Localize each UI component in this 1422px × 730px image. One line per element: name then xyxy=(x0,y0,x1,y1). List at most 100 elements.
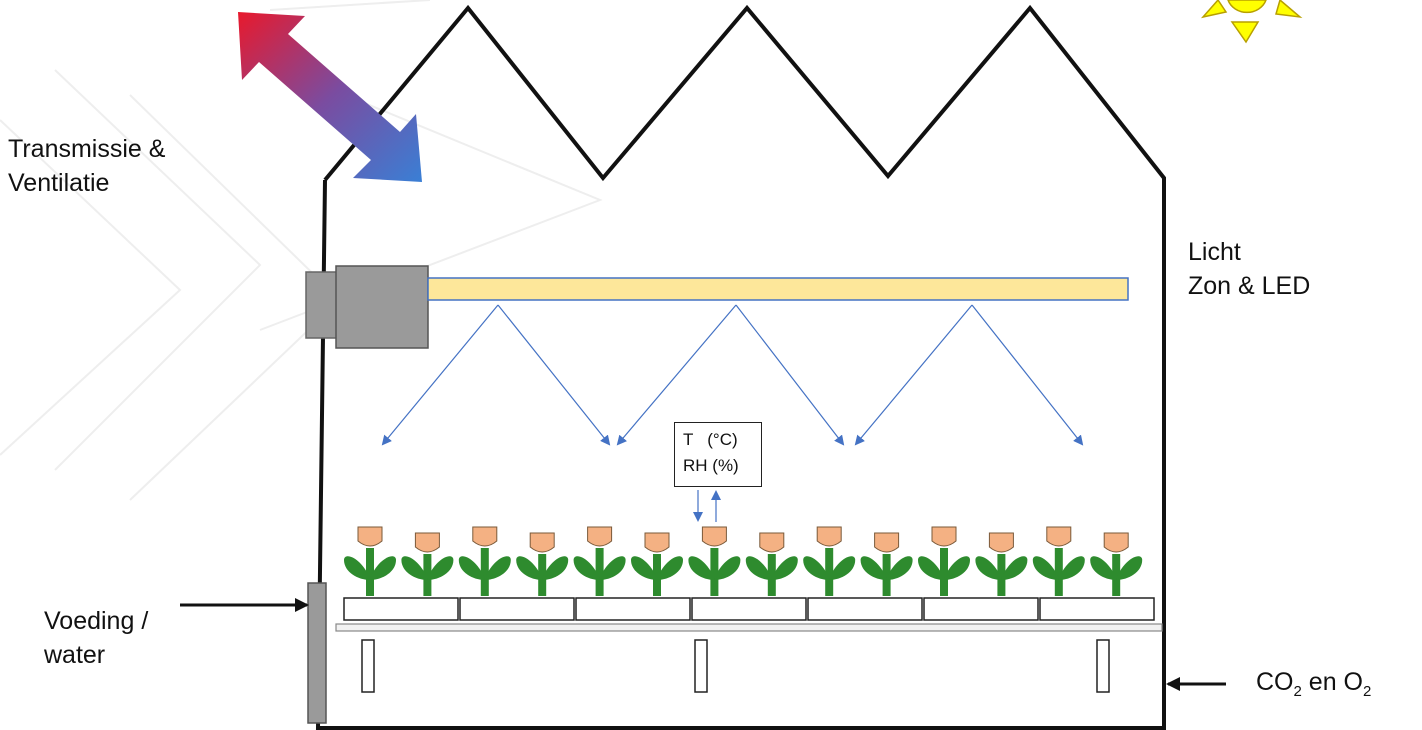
plant-leaf xyxy=(918,556,944,580)
plant-icon xyxy=(573,526,626,596)
plant-icon xyxy=(344,526,396,596)
climate-sensor: T (°C) RH (%) xyxy=(674,422,762,487)
plant-leaf xyxy=(458,556,485,580)
plant-stem xyxy=(653,554,661,596)
pot-row xyxy=(343,597,1155,621)
flower-head xyxy=(931,526,957,547)
plant-leaf xyxy=(427,556,454,580)
shelf-leg xyxy=(361,639,375,693)
plant-icon xyxy=(745,532,798,596)
plant-stem xyxy=(423,554,432,596)
shelf-legs xyxy=(361,639,1110,693)
flower-head xyxy=(357,526,383,547)
light-rays xyxy=(381,304,1084,446)
plant-icon xyxy=(688,526,741,596)
flower-head xyxy=(988,532,1014,553)
plant-leaf xyxy=(344,556,370,580)
sensor-arrows xyxy=(693,490,721,522)
flower-head xyxy=(1103,532,1129,553)
plant-icon xyxy=(975,532,1028,596)
plant-icon xyxy=(516,532,569,596)
plant-leaf xyxy=(657,556,683,580)
flower-head xyxy=(587,526,613,547)
led-lamp-icon xyxy=(305,265,1129,349)
plant-icon xyxy=(1032,526,1085,596)
sun-icon xyxy=(1200,0,1303,44)
plant-icon xyxy=(860,532,913,596)
co2-prefix: CO xyxy=(1256,668,1294,696)
plant-leaf xyxy=(771,556,798,580)
flower-head xyxy=(1046,526,1072,547)
flower-head xyxy=(816,526,842,547)
plant-stem xyxy=(538,554,547,596)
plant-icon xyxy=(803,526,856,596)
plant-leaf xyxy=(516,556,543,580)
flower-head xyxy=(874,532,900,553)
plant-leaf xyxy=(484,556,511,580)
plant-pot xyxy=(691,597,807,621)
co2-middle: en O xyxy=(1301,668,1363,696)
sensor-temperature: T (°C) xyxy=(683,430,738,449)
plant-leaf xyxy=(1001,556,1028,580)
plant-pot xyxy=(575,597,691,621)
plant-icon xyxy=(401,532,454,596)
feed-label-line2: water xyxy=(44,641,106,669)
plant-leaf xyxy=(714,556,741,580)
led-bar xyxy=(427,277,1129,301)
plant-leaf xyxy=(1058,556,1085,580)
feed-label: Voeding / water xyxy=(44,604,148,672)
plant-pot xyxy=(343,597,459,621)
flower-head xyxy=(759,532,785,553)
plant-leaf xyxy=(573,556,600,580)
o2-subscript: 2 xyxy=(1363,683,1372,700)
plant-leaf xyxy=(370,556,396,580)
ventilation-arrow-icon xyxy=(238,12,422,182)
plant-stem xyxy=(882,554,891,596)
plant-leaf xyxy=(1116,556,1143,580)
plant-icon xyxy=(1090,532,1143,596)
plant-stem xyxy=(1054,548,1063,596)
plant-pot xyxy=(923,597,1039,621)
feed-label-line1: Voeding / xyxy=(44,607,149,635)
plant-leaf xyxy=(631,556,657,580)
transmission-label: Transmissie & Ventilatie xyxy=(8,132,165,200)
plant-stem xyxy=(710,548,719,596)
plant-pot xyxy=(459,597,575,621)
plant-icon xyxy=(631,532,683,596)
transmission-label-line2: Ventilatie xyxy=(8,169,110,197)
plant-leaf xyxy=(1032,556,1059,580)
greenhouse-outline xyxy=(315,4,1166,730)
plant-leaf xyxy=(688,556,715,580)
sensor-humidity: RH (%) xyxy=(683,456,739,475)
plant-stem xyxy=(595,548,604,596)
plant-leaf xyxy=(829,556,856,580)
plant-leaf xyxy=(886,556,913,580)
flower-head xyxy=(644,532,670,553)
plant-leaf xyxy=(599,556,626,580)
plant-stem xyxy=(366,548,374,596)
plant-row xyxy=(344,526,1143,596)
plant-stem xyxy=(825,548,834,596)
flower-head xyxy=(472,526,498,547)
plant-leaf xyxy=(860,556,887,580)
light-label-line2: Zon & LED xyxy=(1188,272,1311,300)
flower-head xyxy=(529,532,555,553)
plant-leaf xyxy=(944,556,970,580)
plant-stem xyxy=(997,554,1006,596)
flower-head xyxy=(414,532,440,553)
plant-pot xyxy=(807,597,923,621)
plant-stem xyxy=(1112,554,1121,596)
plant-icon xyxy=(918,526,970,596)
flower-head xyxy=(701,526,727,547)
plant-leaf xyxy=(975,556,1002,580)
co2-subscript: 2 xyxy=(1293,683,1302,700)
co2-o2-label: CO2 en O2 xyxy=(1256,668,1371,700)
plant-stem xyxy=(480,548,489,596)
light-label: Licht Zon & LED xyxy=(1188,235,1310,303)
plant-leaf xyxy=(803,556,830,580)
shelf-leg xyxy=(1096,639,1110,693)
plant-icon xyxy=(458,526,511,596)
growing-shelf xyxy=(335,623,1163,632)
plant-leaf xyxy=(1090,556,1117,580)
